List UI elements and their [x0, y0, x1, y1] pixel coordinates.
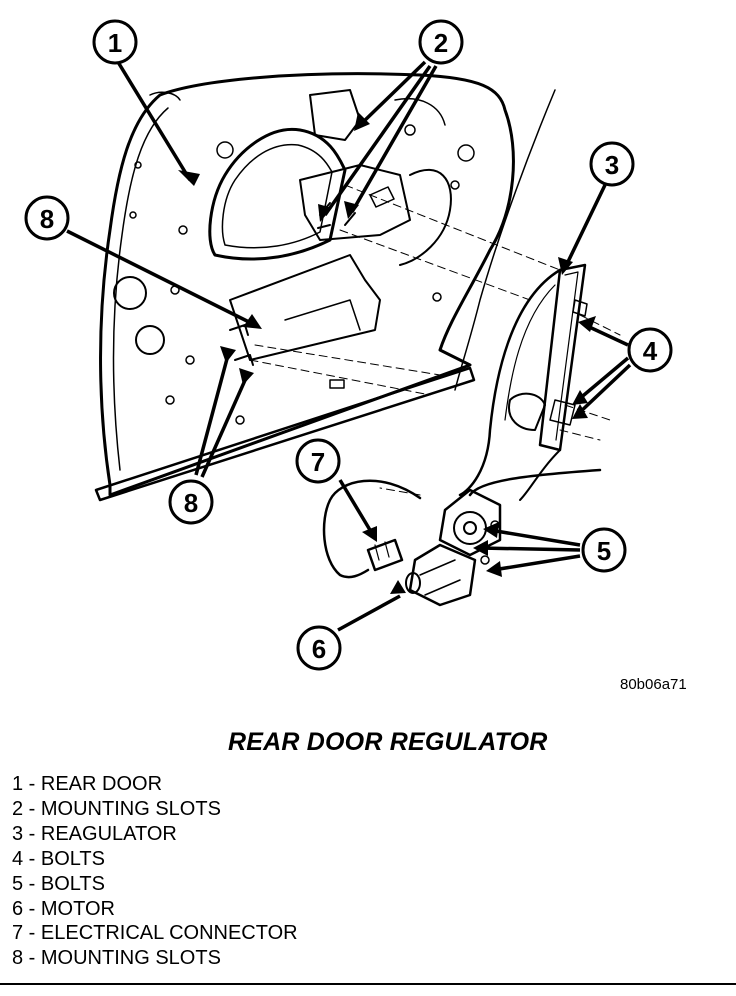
callout-circle-8a	[24, 195, 70, 241]
callout-circle-1	[92, 19, 138, 65]
electrical-connector	[366, 538, 404, 572]
alignment-lines	[249, 184, 621, 496]
body-curve	[454, 89, 556, 391]
regulator-assembly	[322, 263, 602, 579]
legend-item: 7 - ELECTRICAL CONNECTOR	[12, 922, 298, 945]
callout-number: 8	[184, 488, 198, 518]
callout-number: 8	[40, 204, 54, 234]
rear-door-panel	[94, 72, 515, 502]
callout-circle-4	[627, 327, 673, 373]
callout-circle-7	[295, 438, 341, 484]
callout-number: 7	[311, 447, 325, 477]
leader-lines	[66, 60, 632, 632]
callout-number: 1	[108, 28, 122, 58]
legend-list: 1 - REAR DOOR 2 - MOUNTING SLOTS 3 - REA…	[12, 772, 298, 971]
callout-circles	[24, 19, 673, 671]
legend-item: 8 - MOUNTING SLOTS	[12, 947, 221, 970]
legend-item: 1 - REAR DOOR	[12, 773, 163, 795]
callout-number: 5	[597, 536, 611, 566]
figure-title: REAR DOOR REGULATOR	[228, 728, 548, 756]
legend-item: 4 - BOLTS	[12, 847, 105, 870]
callout-circle-5	[581, 527, 627, 573]
legend-item: 2 - MOUNTING SLOTS	[12, 797, 221, 820]
callout-circle-2	[418, 19, 464, 65]
callout-number: 3	[605, 150, 619, 180]
callout-number: 2	[434, 28, 448, 58]
legend-item: 5 - BOLTS	[12, 872, 105, 895]
legend-item: 6 - MOTOR	[12, 897, 115, 920]
callout-number: 6	[312, 634, 326, 664]
callout-number: 4	[643, 336, 658, 366]
arrowheads	[178, 112, 596, 594]
callout-circle-3	[589, 141, 635, 187]
figure-code: 80b06a71	[620, 676, 687, 693]
bottom-rule	[0, 983, 736, 985]
callout-circle-8b	[168, 479, 214, 525]
legend-item: 3 - REAGULATOR	[12, 822, 177, 845]
callout-circle-6	[296, 625, 342, 671]
